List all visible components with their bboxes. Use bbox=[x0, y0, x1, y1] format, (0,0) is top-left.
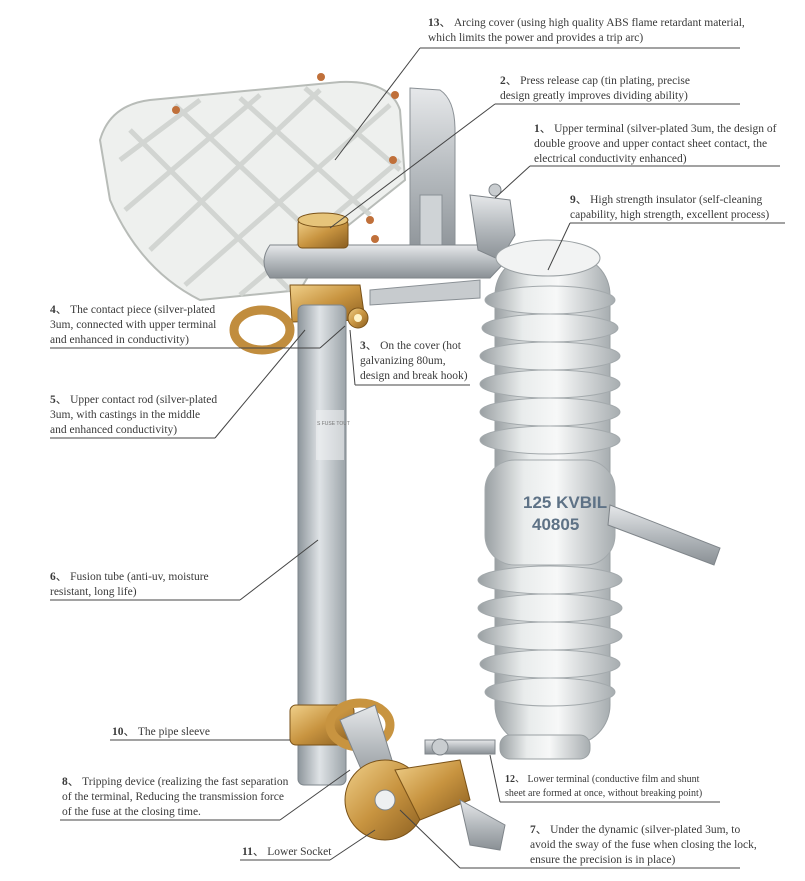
annotation-number: 9 bbox=[570, 194, 576, 206]
annotation-text-line3: ensure the precision is in place) bbox=[530, 854, 676, 866]
insulator-rating: 125 KVBIL bbox=[523, 493, 607, 512]
annotation-number: 7 bbox=[530, 824, 536, 836]
annotation-3: 3、 On the cover (hot galvanizing 80um, d… bbox=[360, 339, 490, 384]
annotation-text-line2: avoid the sway of the fuse when closing … bbox=[530, 839, 757, 851]
annotation-text: Arcing cover (using high quality ABS fla… bbox=[453, 17, 745, 29]
annotation-2: 2、 Press release cap (tin plating, preci… bbox=[500, 74, 760, 104]
annotation-13: 13、 Arcing cover (using high quality ABS… bbox=[428, 16, 748, 46]
annotation-separator: 、 bbox=[123, 726, 136, 738]
annotation-text-line2: double groove and upper contact sheet co… bbox=[534, 138, 768, 150]
annotation-separator: 、 bbox=[55, 394, 68, 406]
annotation-text-line2: 3um, connected with upper terminal bbox=[50, 319, 217, 331]
annotation-number: 12 bbox=[505, 774, 515, 785]
arcing-cover bbox=[98, 73, 407, 302]
fusion-tube: S FUSE TOUT bbox=[297, 304, 350, 786]
annotation-1: 1、 Upper terminal (silver-plated 3um, th… bbox=[534, 122, 796, 167]
insulator-code: 40805 bbox=[532, 515, 579, 534]
annotation-text-line2: which limits the power and provides a tr… bbox=[428, 32, 644, 44]
upper-terminal bbox=[469, 183, 516, 261]
annotation-text-line3: electrical conductivity enhanced) bbox=[534, 153, 687, 165]
annotation-separator: 、 bbox=[55, 571, 68, 583]
annotation-7: 7、 Under the dynamic (silver-plated 3um,… bbox=[530, 823, 790, 868]
annotation-text-line2: sheet are formed at once, without breaki… bbox=[505, 788, 703, 799]
annotation-text-line2: design greatly improves dividing ability… bbox=[500, 90, 688, 102]
annotation-6: 6、 Fusion tube (anti-uv, moisture resist… bbox=[50, 570, 250, 600]
annotation-text-line2: 3um, with castings in the middle bbox=[50, 409, 201, 421]
annotation-text-line2: galvanizing 80um, bbox=[360, 355, 446, 367]
annotation-number: 3 bbox=[360, 340, 366, 352]
annotation-number: 8 bbox=[62, 776, 68, 788]
upper-ring bbox=[229, 305, 295, 355]
annotation-number: 11 bbox=[242, 846, 253, 858]
upper-bracket bbox=[263, 87, 506, 306]
annotation-number: 4 bbox=[50, 304, 56, 316]
annotation-5: 5、 Upper contact rod (silver-plated 3um,… bbox=[50, 393, 260, 438]
annotation-text: Lower terminal (conductive film and shun… bbox=[527, 774, 700, 785]
annotation-text: Fusion tube (anti-uv, moisture bbox=[70, 571, 209, 583]
annotation-text: Tripping device (realizing the fast sepa… bbox=[82, 776, 289, 788]
annotation-text: Upper contact rod (silver-plated bbox=[70, 394, 218, 406]
annotation-10: 10、 The pipe sleeve bbox=[112, 725, 292, 740]
annotation-separator: 、 bbox=[515, 774, 525, 785]
annotation-separator: 、 bbox=[575, 194, 588, 206]
annotation-4: 4、 The contact piece (silver-plated 3um,… bbox=[50, 303, 260, 348]
leader-lines bbox=[50, 47, 785, 869]
annotation-separator: 、 bbox=[439, 17, 452, 29]
lower-terminal bbox=[424, 738, 506, 851]
annotation-separator: 、 bbox=[67, 776, 80, 788]
annotation-number: 6 bbox=[50, 571, 56, 583]
annotation-separator: 、 bbox=[55, 304, 68, 316]
annotation-text-line3: of the fuse at the closing time. bbox=[62, 806, 201, 818]
annotation-12: 12、 Lower terminal (conductive film and … bbox=[505, 773, 795, 801]
press-release-cap bbox=[297, 212, 349, 249]
annotation-8: 8、 Tripping device (realizing the fast s… bbox=[62, 775, 292, 820]
annotation-text: The contact piece (silver-plated bbox=[70, 304, 216, 316]
annotation-text-line2: capability, high strength, excellent pro… bbox=[570, 209, 770, 221]
annotation-text: Press release cap (tin plating, precise bbox=[520, 75, 691, 87]
annotation-separator: 、 bbox=[535, 824, 548, 836]
annotation-separator: 、 bbox=[505, 75, 518, 87]
annotation-text: High strength insulator (self-cleaning bbox=[590, 194, 763, 206]
annotation-9: 9、 High strength insulator (self-cleanin… bbox=[570, 193, 790, 223]
tube-label: S FUSE TOUT bbox=[317, 421, 350, 427]
annotation-text-line3: and enhanced conductivity) bbox=[50, 424, 178, 436]
annotation-text-line2: resistant, long life) bbox=[50, 586, 137, 598]
annotation-number: 2 bbox=[500, 75, 506, 87]
annotation-number: 1 bbox=[534, 123, 540, 135]
insulator: 125 KVBIL 40805 bbox=[477, 239, 721, 760]
annotation-number: 5 bbox=[50, 394, 56, 406]
annotation-text: Upper terminal (silver-plated 3um, the d… bbox=[554, 123, 777, 135]
annotation-separator: 、 bbox=[539, 123, 552, 135]
annotation-text: On the cover (hot bbox=[380, 340, 461, 352]
annotation-text-line2: of the terminal, Reducing the transmissi… bbox=[62, 791, 284, 803]
annotation-separator: 、 bbox=[252, 846, 265, 858]
annotation-number: 13 bbox=[428, 17, 440, 29]
annotation-text-line3: design and break hook) bbox=[360, 370, 468, 382]
annotation-11: 11、 Lower Socket bbox=[242, 845, 362, 860]
annotation-text: The pipe sleeve bbox=[137, 726, 211, 738]
annotation-text-line3: and enhanced in conductivity) bbox=[50, 334, 189, 346]
annotation-text: Under the dynamic (silver-plated 3um, to bbox=[550, 824, 741, 836]
annotation-number: 10 bbox=[112, 726, 124, 738]
tripping-device bbox=[339, 704, 471, 841]
annotation-separator: 、 bbox=[365, 340, 378, 352]
annotation-text: Lower Socket bbox=[267, 846, 332, 858]
